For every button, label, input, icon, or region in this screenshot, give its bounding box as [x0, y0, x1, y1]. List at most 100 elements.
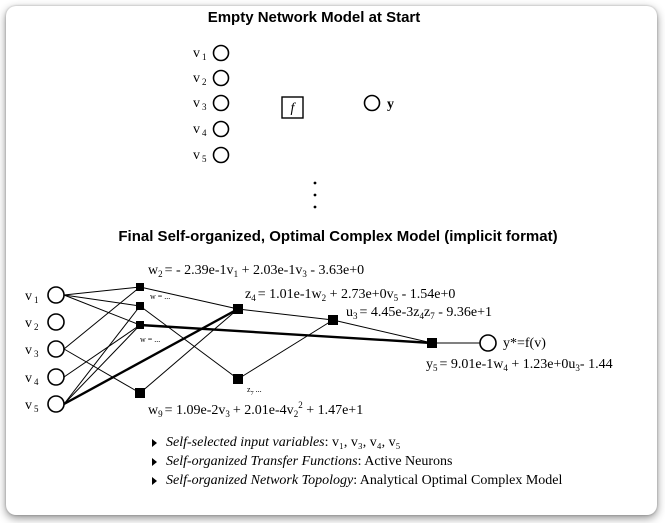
- final-input-v3: v 3: [25, 340, 65, 359]
- edge: [139, 305, 239, 380]
- eq-rhs: = - 2.39e-1v: [165, 263, 234, 278]
- eq-sub: 9: [158, 409, 163, 419]
- input-letter: v: [193, 46, 200, 61]
- eq-rhs-sub: 4: [420, 311, 425, 321]
- eq-rhs2-sub: 2: [294, 409, 299, 419]
- edge: [63, 294, 141, 326]
- z7-sub: 7: [251, 391, 254, 397]
- w-small-label-a: w = ...: [150, 292, 170, 301]
- neuron-w9: [135, 388, 145, 398]
- bullet-input-variables: Self-selected input variables: v₁, v₃, v…: [150, 433, 562, 452]
- input-sub: 4: [34, 377, 39, 387]
- input-sub: 2: [34, 322, 39, 332]
- eq-rhs2: + 1.23e+0u: [508, 357, 576, 372]
- eq-rhs3: - 1.54e+0: [398, 287, 455, 302]
- neuron-z4: [233, 304, 243, 314]
- eq-name: y: [426, 357, 433, 372]
- neuron-w-a: [136, 302, 144, 310]
- eq-sub: 5: [433, 363, 438, 373]
- input-sub: 1: [202, 52, 207, 62]
- eq-rhs: = 1.01e-1w: [258, 287, 323, 302]
- final-input-v5: v 5: [25, 395, 65, 414]
- figure-card: [6, 6, 657, 515]
- function-box: [281, 96, 304, 119]
- input-node: [47, 340, 65, 358]
- eq-rhs-sub: 2: [322, 293, 327, 303]
- eq-sub: 2: [158, 269, 163, 279]
- input-node: [47, 286, 65, 304]
- edge: [139, 286, 239, 310]
- empty-input-v3: v 3: [193, 94, 230, 112]
- function-label: f: [291, 101, 297, 116]
- empty-input-v1: v 1: [193, 44, 230, 62]
- input-letter: v: [25, 289, 32, 304]
- edge: [63, 324, 141, 405]
- eq-rhs: = 4.45e-3z: [360, 305, 420, 320]
- bullet-transfer-functions: Self-organized Transfer Functions: Activ…: [150, 452, 562, 471]
- input-node: [212, 120, 230, 138]
- input-node: [212, 69, 230, 87]
- eq-sub: 4: [251, 293, 256, 303]
- eq-rhs2-sub: 3: [575, 363, 580, 373]
- eq-rhs-sub: 4: [503, 363, 508, 373]
- input-letter: v: [193, 96, 200, 111]
- edge: [63, 348, 141, 394]
- input-sub: 4: [202, 128, 207, 138]
- input-letter: v: [25, 316, 32, 331]
- edge: [63, 294, 141, 307]
- final-input-v1: v 1: [25, 286, 65, 305]
- eq-rhs3: - 9.36e+1: [435, 305, 492, 320]
- empty-output-node: [363, 94, 381, 112]
- eq-rhs2-sup: 2: [298, 400, 303, 410]
- final-model-inputs: v 1 v 2 v 3 v 4 v 5: [25, 286, 65, 414]
- eq-name: w: [148, 263, 159, 278]
- edge: [237, 308, 334, 321]
- network-edges: [63, 286, 480, 406]
- neuron-y5: [427, 338, 437, 348]
- input-letter: v: [25, 343, 32, 358]
- equation-w2: w2= - 2.39e-1v1 + 2.03e-1v3 - 3.63e+0: [148, 263, 364, 279]
- edge: [63, 305, 141, 405]
- bullet-network-topology: Self-organized Network Topology: Analyti…: [150, 471, 562, 490]
- neuron-z7: [233, 374, 243, 384]
- bullet-rest: : v₁, v₃, v₄, v₅: [324, 435, 401, 450]
- dot: [313, 205, 317, 209]
- edge: [332, 319, 433, 344]
- input-sub: 5: [202, 154, 207, 164]
- dot: [313, 181, 317, 185]
- final-input-v2: v 2: [25, 313, 65, 332]
- eq-rhs2: + 2.73e+0v: [326, 287, 394, 302]
- equation-u3: u3= 4.45e-3z4z7 - 9.36e+1: [346, 305, 492, 321]
- input-letter: v: [193, 148, 200, 163]
- summary-bullets: Self-selected input variables: v₁, v₃, v…: [150, 433, 562, 490]
- equation-w9: w9= 1.09e-2v3+ 2.01e-4v22 + 1.47e+1: [148, 400, 363, 419]
- edge: [63, 286, 141, 350]
- title-final-model: Final Self-organized, Optimal Complex Mo…: [118, 228, 557, 245]
- eq-rhs2: z: [424, 305, 430, 320]
- equation-y5: y5= 9.01e-1w4 + 1.23e+0u3- 1.44: [426, 357, 613, 373]
- eq-rhs-sub: 1: [234, 269, 239, 279]
- input-sub: 3: [34, 349, 39, 359]
- eq-sub: 3: [353, 311, 358, 321]
- equation-z4: z4= 1.01e-1w2 + 2.73e+0v5 - 1.54e+0: [245, 287, 455, 303]
- input-letter: v: [25, 398, 32, 413]
- input-node: [47, 395, 65, 413]
- input-node: [212, 44, 230, 62]
- eq-rhs2-sub: 3: [302, 269, 307, 279]
- input-node: [47, 313, 65, 331]
- eq-name: u: [346, 305, 353, 320]
- input-node: [47, 368, 65, 386]
- triangle-bullet-icon: [152, 477, 157, 485]
- empty-model-inputs: v 1 v 2 v 3 v 4 v 5: [193, 44, 230, 164]
- bullet-italic: Self-organized Transfer Functions: [166, 454, 358, 469]
- eq-rhs2: + 2.03e-1v: [238, 263, 302, 278]
- z7-label: z7 ...: [247, 385, 262, 397]
- neuron-w2: [136, 283, 144, 291]
- eq-rhs2-sub: 5: [394, 293, 399, 303]
- final-output-node: [479, 334, 497, 352]
- bullet-italic: Self-organized Network Topology: [166, 473, 354, 488]
- neurons: [135, 283, 437, 398]
- neuron-u3: [328, 315, 338, 325]
- triangle-bullet-icon: [152, 439, 157, 447]
